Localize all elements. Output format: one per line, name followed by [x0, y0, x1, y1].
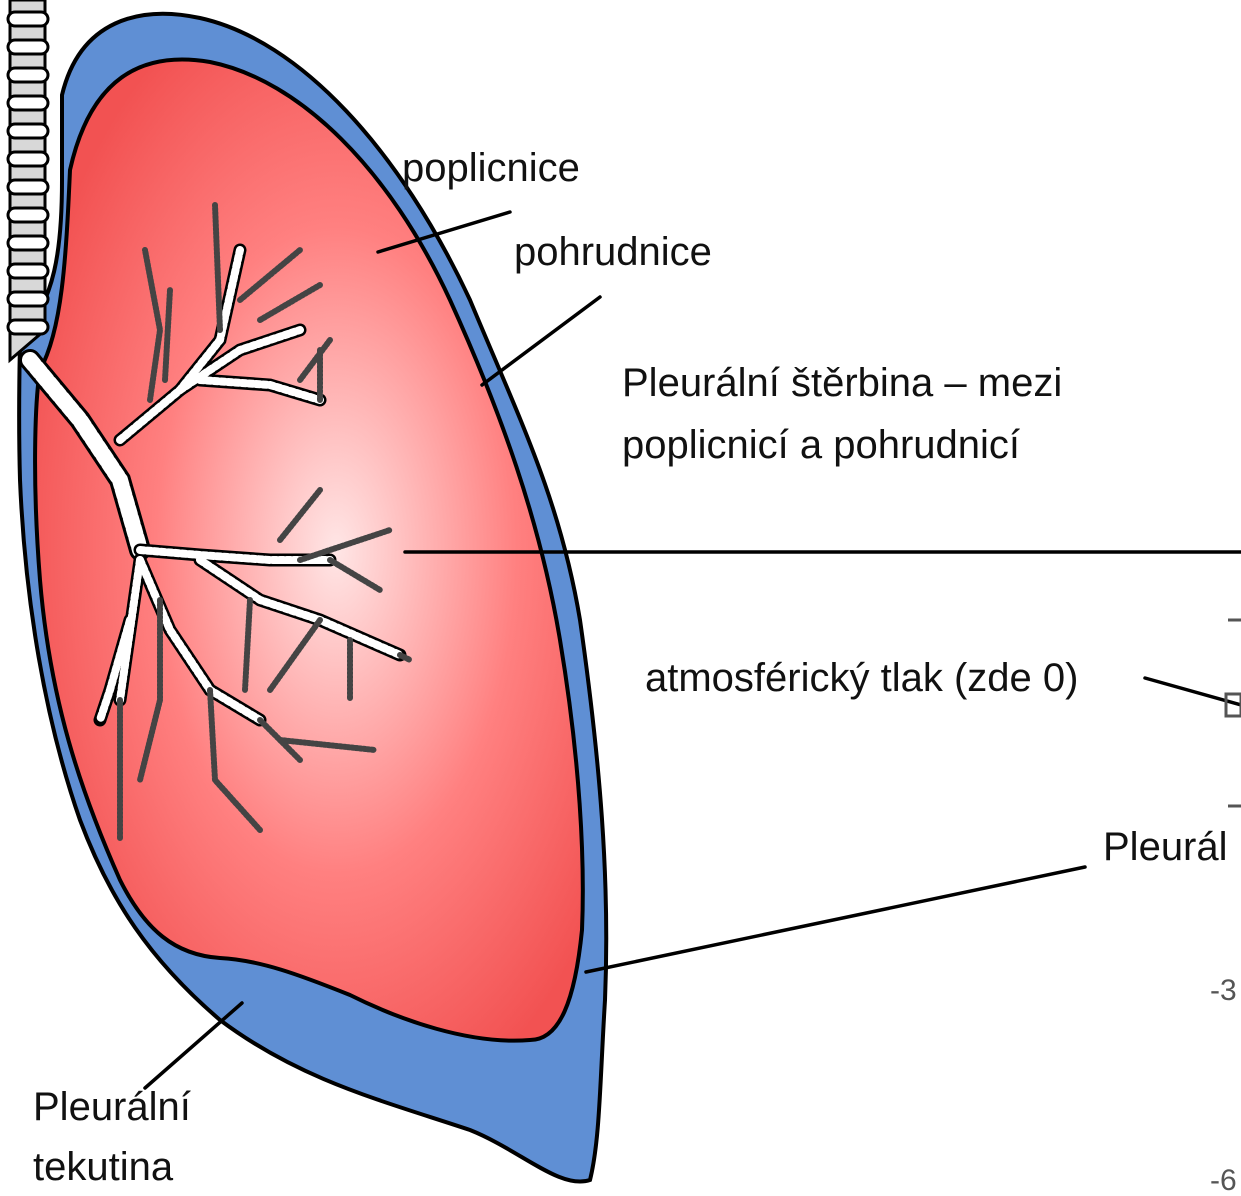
axis-tick-b: -6	[1210, 1164, 1237, 1196]
label-fluid-line2: tekutina	[33, 1145, 174, 1189]
axis-tick-a: -3	[1210, 974, 1237, 1007]
cropped-axis: -3 -6	[1210, 620, 1241, 1196]
label-pleural-cut: Pleurál	[1103, 825, 1228, 869]
label-fluid-line1: Pleurální	[33, 1085, 191, 1129]
leader-fluid	[145, 1003, 242, 1088]
label-pohrudnice: pohrudnice	[514, 230, 712, 274]
label-sterbina-line1: Pleurální štěrbina – mezi	[622, 361, 1062, 405]
leader-pohrudnice	[482, 297, 600, 385]
leader-pleural-right	[586, 867, 1085, 972]
label-atmospheric: atmosférický tlak (zde 0)	[645, 656, 1078, 700]
label-sterbina-line2: poplicnicí a pohrudnicí	[622, 423, 1020, 467]
label-poplicnice: poplicnice	[402, 146, 580, 190]
trachea	[8, 0, 48, 360]
